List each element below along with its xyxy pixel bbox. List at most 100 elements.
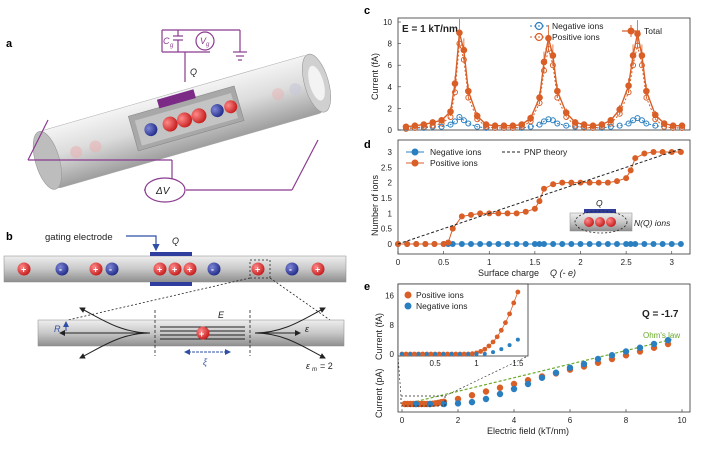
d-ytick: 0.5 xyxy=(381,225,393,234)
d-point xyxy=(568,241,575,247)
svg-text:= 2: = 2 xyxy=(320,361,333,371)
gate-electrode-top xyxy=(150,252,192,256)
c-legend: Negative ions Positive ions Total xyxy=(530,21,662,42)
c-series-line xyxy=(405,32,682,128)
d-point xyxy=(536,198,543,205)
e-point xyxy=(440,400,448,408)
c-point xyxy=(589,122,597,129)
d-xtick: 1.5 xyxy=(529,258,541,267)
c-point xyxy=(460,117,467,124)
gate-circuit xyxy=(161,29,247,82)
c-ytick: 8 xyxy=(388,40,393,49)
e-xtick: 8 xyxy=(624,416,629,425)
d-point xyxy=(495,210,502,217)
c-series-line xyxy=(406,116,682,129)
e-point xyxy=(510,385,518,393)
e-ylabel-inset: Current (fA) xyxy=(374,313,384,360)
d-point xyxy=(668,241,675,247)
d-point xyxy=(458,241,465,247)
e-inset-point xyxy=(503,320,508,326)
d-inset-text: N(Q) ions xyxy=(634,218,671,228)
e-point xyxy=(412,400,420,408)
c-point xyxy=(447,108,454,115)
e-inset-point-neg xyxy=(474,352,479,356)
c-point xyxy=(638,52,646,59)
plus-sign: + xyxy=(255,265,260,275)
c-point xyxy=(634,30,641,38)
c-point xyxy=(447,121,454,128)
c-point xyxy=(500,122,508,129)
e-inset-point-neg xyxy=(457,352,462,356)
c-point xyxy=(616,106,623,113)
c-point xyxy=(549,52,557,59)
c-point xyxy=(456,29,463,37)
positive-ion xyxy=(311,262,325,276)
d-ytick: 2 xyxy=(388,179,393,188)
positive-ion xyxy=(183,262,197,276)
e-inset-point xyxy=(478,349,484,354)
svg-text:m: m xyxy=(312,367,317,373)
d-xtick: 2.5 xyxy=(621,258,633,267)
cg-label: C xyxy=(163,36,170,46)
c-point xyxy=(465,87,472,95)
e-inset-ytick: 0 xyxy=(390,350,395,359)
d-point xyxy=(586,241,593,247)
d-plot xyxy=(395,148,684,247)
panel-b-label: b xyxy=(6,231,13,243)
d-point xyxy=(477,241,484,247)
d-point xyxy=(486,241,493,247)
voltage-source xyxy=(144,177,186,203)
e-point xyxy=(580,360,588,368)
e-inset-point xyxy=(507,311,512,317)
d-point xyxy=(504,241,511,247)
e-legend: Positive ions Negative ions xyxy=(404,290,468,311)
e-inset-point-neg xyxy=(416,352,421,356)
e-point xyxy=(468,398,476,406)
c-ytick: 2 xyxy=(388,104,393,113)
d-xlabel: Surface charge xyxy=(478,268,539,278)
c-legend-positive: Positive ions xyxy=(552,32,600,42)
e-xtick: 0 xyxy=(400,416,405,425)
d-point xyxy=(495,241,502,247)
c-point xyxy=(527,114,534,122)
positive-ion xyxy=(17,262,31,276)
c-point xyxy=(438,116,445,124)
d-point xyxy=(541,185,547,192)
d-point xyxy=(627,167,634,174)
c-ytick: 6 xyxy=(388,61,393,70)
plus-sign: + xyxy=(187,265,192,275)
c-legend-total: Total xyxy=(644,26,662,36)
c-point xyxy=(629,52,637,59)
d-point xyxy=(677,149,684,155)
e-xlabel: Electric field (kT/nm) xyxy=(487,426,569,436)
d-ytick: 3 xyxy=(388,148,393,157)
e-point xyxy=(566,364,574,371)
e-ohms-law: Ohm's law xyxy=(643,331,680,340)
plus-sign: + xyxy=(93,265,98,275)
positive-ion xyxy=(177,112,193,128)
c-point xyxy=(607,116,615,124)
d-point xyxy=(468,241,474,247)
c-point xyxy=(598,121,606,128)
c-point xyxy=(554,120,561,127)
c-point xyxy=(625,82,632,90)
svg-text:g: g xyxy=(206,42,210,48)
gating-electrode-label: gating electrode xyxy=(45,232,113,243)
e-inset-point-neg xyxy=(482,351,487,356)
e-inset-point-neg xyxy=(441,352,446,356)
d-point xyxy=(614,241,620,247)
c-ytick: 10 xyxy=(383,18,392,27)
d-point xyxy=(550,181,557,188)
d-point xyxy=(413,241,420,247)
e-point xyxy=(510,380,518,388)
c-point xyxy=(482,121,490,128)
e-inset-point xyxy=(511,300,517,306)
d-series-line xyxy=(397,148,682,245)
c-point xyxy=(545,34,552,42)
c-point xyxy=(678,122,686,129)
d-ytick: 2.5 xyxy=(381,163,393,172)
